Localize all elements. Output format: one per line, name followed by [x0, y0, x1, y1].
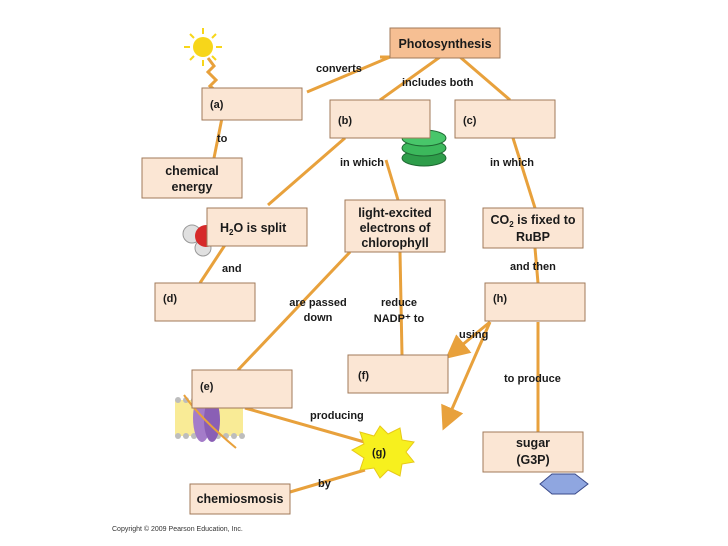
box-h: (h): [484, 282, 586, 322]
link-using: using: [459, 329, 488, 341]
link-in-which-left: in which: [340, 157, 384, 169]
box-a: (a): [201, 87, 303, 121]
h2o-split-label: H2O is split: [220, 221, 287, 237]
label-e: (e): [200, 381, 214, 393]
label-b: (b): [338, 115, 352, 127]
label-h: (h): [493, 293, 507, 305]
box-light-excited-electrons: light-excited electrons of chlorophyll: [344, 199, 446, 253]
sugar-line1: sugar: [516, 436, 550, 450]
box-h2o-split: H2O is split: [206, 207, 308, 247]
box-d: (d): [154, 282, 256, 322]
box-chemical-energy: chemical energy: [141, 157, 243, 199]
box-b: (b): [329, 99, 431, 139]
chemical-energy-line2: energy: [172, 180, 213, 194]
copyright: Copyright © 2009 Pearson Education, Inc.: [112, 525, 243, 533]
starburst-icon: [351, 425, 415, 479]
box-chemiosmosis: chemiosmosis: [189, 483, 291, 515]
connector-lines: [198, 55, 540, 494]
co2-line2: RuBP: [516, 230, 550, 244]
box-f: (f): [347, 354, 449, 394]
link-are-passed-line2: down: [304, 312, 333, 324]
chemical-energy-line1: chemical: [165, 164, 219, 178]
hexagon-sugar-icon: [539, 473, 589, 495]
link-and: and: [222, 263, 242, 275]
light-excited-line2: electrons of: [360, 221, 432, 235]
box-c: (c): [454, 99, 556, 139]
link-in-which-right: in which: [490, 157, 534, 169]
box-e: (e): [191, 369, 293, 409]
sun-icon: [184, 28, 224, 98]
link-by: by: [318, 478, 332, 490]
label-c: (c): [463, 115, 477, 127]
box-co2-fixed: CO2 is fixed to RuBP: [482, 207, 584, 249]
sugar-line2: (G3P): [516, 453, 549, 467]
link-includes-both: includes both: [402, 77, 474, 89]
photosynthesis-title: Photosynthesis: [398, 37, 491, 51]
box-sugar: sugar (G3P): [482, 431, 584, 473]
link-producing: producing: [310, 410, 364, 422]
box-photosynthesis: Photosynthesis: [389, 27, 501, 59]
label-f: (f): [358, 370, 369, 382]
link-converts: converts: [316, 63, 362, 75]
label-a: (a): [210, 99, 224, 111]
co2-line1: CO2 is fixed to: [490, 213, 575, 229]
link-are-passed-line1: are passed: [289, 297, 346, 309]
light-excited-line3: chlorophyll: [361, 236, 428, 250]
link-to: to: [217, 133, 228, 145]
link-reduce-line1: reduce: [381, 297, 417, 309]
chemiosmosis-label: chemiosmosis: [197, 492, 284, 506]
light-excited-line1: light-excited: [358, 206, 432, 220]
label-g: (g): [372, 447, 386, 459]
link-reduce-line2: NADP⁺ to: [374, 313, 425, 325]
link-and-then: and then: [510, 261, 556, 273]
label-d: (d): [163, 293, 177, 305]
link-to-produce: to produce: [504, 373, 561, 385]
